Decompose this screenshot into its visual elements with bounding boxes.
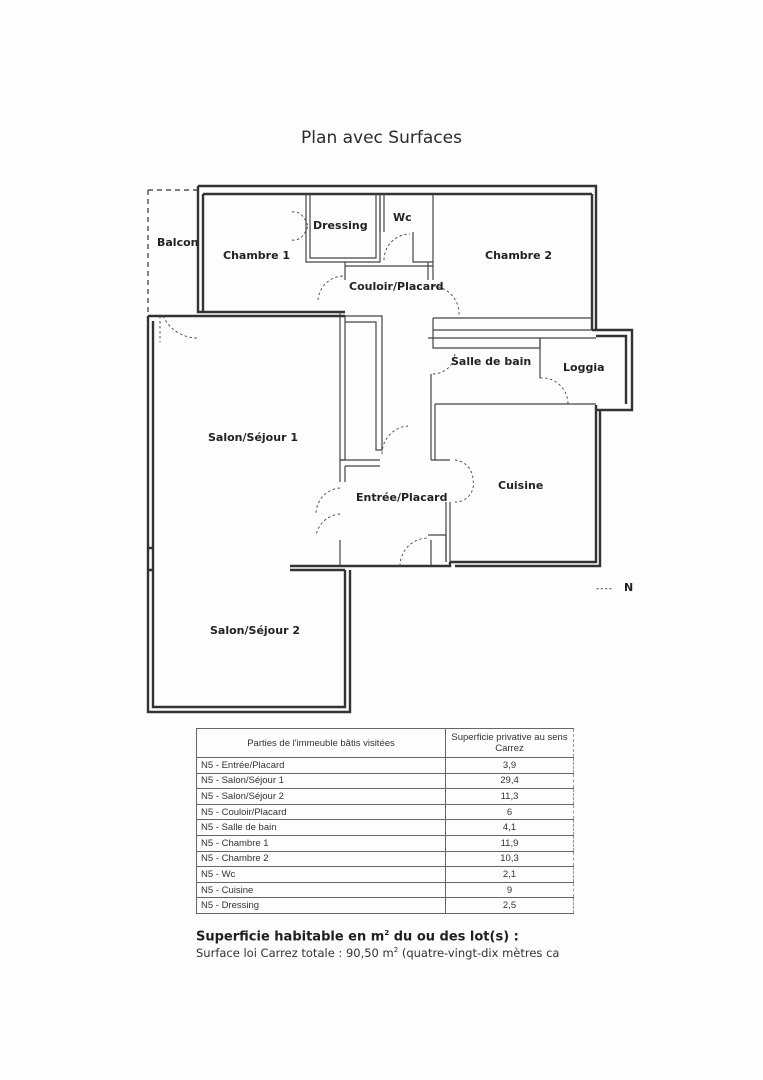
room-label-cuisine: Cuisine: [498, 479, 543, 492]
north-dashes: ----: [596, 584, 613, 594]
summary-text-sup: 2: [393, 946, 399, 955]
header-surface: Superficie privative au sens Carrez: [445, 728, 574, 758]
room-label-salle-de-bain: Salle de bain: [451, 355, 531, 368]
row-area: 2,5: [445, 897, 574, 914]
row-part: N5 - Entrée/Placard: [196, 757, 446, 774]
balcony-outline: [147, 189, 198, 316]
row-area: 11,3: [445, 788, 574, 805]
row-area: 6: [445, 803, 574, 821]
room-label-entree: Entrée/Placard: [356, 491, 447, 504]
summary-text-prefix: Surface loi Carrez totale : 90,50 m: [196, 946, 394, 960]
row-area: 11,9: [445, 834, 574, 852]
room-label-balcon: Balcon: [157, 236, 199, 249]
row-area: 9: [445, 881, 574, 899]
room-label-salon-1: Salon/Séjour 1: [208, 431, 298, 444]
row-area: 2,1: [445, 866, 574, 883]
north-label: N: [624, 581, 633, 594]
door-swings: [159, 211, 569, 567]
summary-title: Superficie habitable en m2 du ou des lot…: [196, 929, 519, 944]
summary-title-sup: 2: [384, 929, 390, 937]
surface-table: Parties de l'immeuble bâtis visitées Sup…: [196, 728, 574, 914]
interior-walls: [305, 194, 596, 566]
row-area: 3,9: [445, 757, 574, 774]
row-area: 10,3: [445, 850, 574, 868]
summary-text: Surface loi Carrez totale : 90,50 m2 (qu…: [196, 946, 574, 960]
room-label-salon-2: Salon/Séjour 2: [210, 624, 300, 637]
row-part: N5 - Salle de bain: [196, 819, 446, 836]
room-label-dressing: Dressing: [313, 219, 368, 232]
page-title: Plan avec Surfaces: [301, 128, 462, 148]
row-part: N5 - Cuisine: [196, 881, 446, 899]
summary-title-suffix: du ou des lot(s) :: [389, 929, 519, 945]
summary-title-prefix: Superficie habitable en m: [196, 929, 385, 945]
summary-text-suffix: (quatre-vingt-dix mètres ca: [398, 946, 560, 960]
row-part: N5 - Wc: [196, 866, 446, 883]
row-part: N5 - Chambre 2: [196, 850, 446, 868]
room-label-loggia: Loggia: [563, 361, 605, 374]
row-part: N5 - Couloir/Placard: [196, 803, 446, 821]
row-part: N5 - Salon/Séjour 1: [196, 772, 446, 790]
row-area: 4,1: [445, 819, 574, 836]
room-label-couloir: Couloir/Placard: [349, 280, 444, 293]
row-area: 29,4: [445, 772, 574, 790]
row-part: N5 - Chambre 1: [196, 834, 446, 852]
header-parts: Parties de l'immeuble bâtis visitées: [196, 728, 446, 758]
row-part: N5 - Dressing: [196, 897, 446, 914]
room-label-chambre-2: Chambre 2: [485, 249, 552, 262]
room-label-chambre-1: Chambre 1: [223, 249, 290, 262]
table-header-row: Parties de l'immeuble bâtis visitées Sup…: [196, 728, 574, 758]
room-label-wc: Wc: [393, 211, 412, 224]
outer-walls: [146, 184, 634, 714]
row-part: N5 - Salon/Séjour 2: [196, 788, 446, 805]
